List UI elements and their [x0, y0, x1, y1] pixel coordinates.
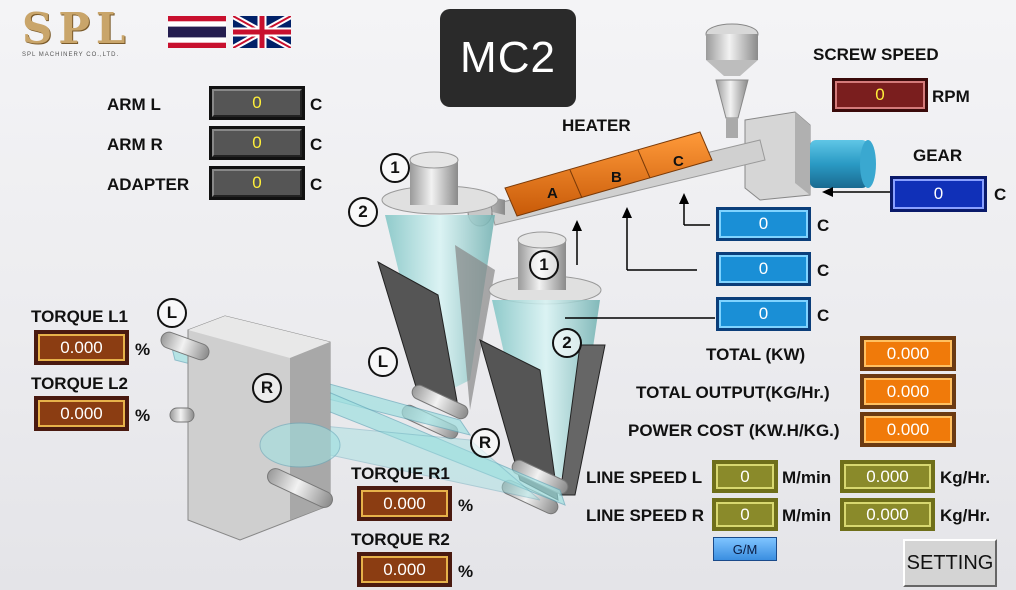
gear-label: GEAR	[913, 146, 963, 165]
marker-two-left: 2	[348, 197, 378, 227]
marker-r-winder: R	[252, 373, 282, 403]
line-speed-r-label: LINE SPEED R	[586, 506, 705, 525]
gm-button[interactable]: G/M	[713, 537, 777, 561]
line-rate-r-display: 0.000	[840, 498, 935, 531]
zone-temp-2-display: 0	[716, 252, 811, 286]
screw-speed-label: SCREW SPEED	[813, 45, 939, 64]
torque-l2-label: TORQUE L2	[31, 374, 128, 393]
arm-r-label: ARM R	[107, 135, 163, 154]
torque-l1-unit: %	[135, 340, 151, 359]
line-speed-r-display: 0	[712, 498, 778, 531]
marker-l-winder: L	[157, 298, 187, 328]
adapter-display: 0	[209, 166, 305, 200]
machine-title: MC2	[440, 9, 576, 107]
screw-speed-display: 0	[832, 78, 928, 112]
torque-l1-display: 0.000	[34, 330, 129, 365]
setting-button[interactable]: SETTING	[903, 539, 997, 587]
torque-r1-unit: %	[458, 496, 474, 515]
zone-temp-2-value: 0	[719, 255, 808, 283]
arm-l-label: ARM L	[107, 95, 161, 114]
line-speed-l-label: LINE SPEED L	[586, 468, 703, 487]
arm-r-unit: C	[310, 135, 323, 154]
marker-r-die: R	[470, 428, 500, 458]
arm-r-display: 0	[209, 126, 305, 160]
zone-temp-1-value: 0	[719, 210, 808, 238]
thailand-flag-icon[interactable]	[168, 16, 226, 48]
torque-r2-label: TORQUE R2	[351, 530, 450, 549]
adapter-label: ADAPTER	[107, 175, 190, 194]
arm-l-value: 0	[212, 89, 302, 117]
power-cost-label: POWER COST (KW.H/KG.)	[628, 421, 840, 440]
line-speed-r-value: 0	[716, 502, 774, 527]
total-output-display: 0.000	[860, 374, 956, 409]
arm-r-value: 0	[212, 129, 302, 157]
torque-r1-display: 0.000	[357, 486, 452, 521]
line-rate-r-value: 0.000	[844, 502, 931, 527]
torque-r1-label: TORQUE R1	[351, 464, 450, 483]
marker-two-right: 2	[552, 328, 582, 358]
total-kw-label: TOTAL (KW)	[706, 345, 806, 364]
heater-zone-b: B	[611, 169, 622, 186]
total-kw-display: 0.000	[860, 336, 956, 371]
total-output-value: 0.000	[864, 378, 952, 405]
adapter-unit: C	[310, 175, 323, 194]
line-rate-l-display: 0.000	[840, 460, 935, 493]
torque-l1-value: 0.000	[38, 334, 125, 361]
zone-temp-3-display: 0	[716, 297, 811, 331]
line-speed-l-display: 0	[712, 460, 778, 493]
torque-l1-label: TORQUE L1	[31, 307, 128, 326]
total-kw-value: 0.000	[864, 340, 952, 367]
torque-r2-value: 0.000	[361, 556, 448, 583]
total-output-label: TOTAL OUTPUT(KG/Hr.)	[636, 383, 830, 402]
brand-subtitle: SPL MACHINERY CO.,LTD.	[22, 52, 120, 58]
power-cost-display: 0.000	[860, 412, 956, 447]
line-speed-l-unit: M/min	[782, 468, 832, 487]
torque-r1-value: 0.000	[361, 490, 448, 517]
arm-l-unit: C	[310, 95, 323, 114]
line-rate-l-unit: Kg/Hr.	[940, 468, 991, 487]
brand-logo: SPL SPL MACHINERY CO.,LTD.	[22, 8, 154, 60]
marker-one-right: 1	[529, 250, 559, 280]
heater-zone-c: C	[673, 153, 684, 170]
zone-temp-1-unit: C	[817, 216, 830, 235]
arm-l-display: 0	[209, 86, 305, 120]
zone-temp-3-value: 0	[719, 300, 808, 328]
gear-display: 0	[890, 176, 987, 212]
adapter-value: 0	[212, 169, 302, 197]
zone-temp-3-unit: C	[817, 306, 830, 325]
torque-l2-unit: %	[135, 406, 151, 425]
torque-l2-display: 0.000	[34, 396, 129, 431]
heater-label: HEATER	[562, 116, 631, 135]
marker-one-left: 1	[380, 153, 410, 183]
screw-speed-unit: RPM	[932, 87, 970, 106]
power-cost-value: 0.000	[864, 416, 952, 443]
line-rate-r-unit: Kg/Hr.	[940, 506, 991, 525]
marker-l-die: L	[368, 347, 398, 377]
gear-unit: C	[994, 185, 1007, 204]
zone-temp-2-unit: C	[817, 261, 830, 280]
line-speed-r-unit: M/min	[782, 506, 832, 525]
line-speed-l-value: 0	[716, 464, 774, 489]
torque-r2-display: 0.000	[357, 552, 452, 587]
screw-speed-value: 0	[835, 81, 925, 109]
torque-r2-unit: %	[458, 562, 474, 581]
heater-zone-a: A	[547, 185, 558, 202]
line-rate-l-value: 0.000	[844, 464, 931, 489]
zone-temp-1-display: 0	[716, 207, 811, 241]
torque-l2-value: 0.000	[38, 400, 125, 427]
uk-flag-icon[interactable]	[231, 13, 293, 51]
brand-name: SPL	[22, 4, 132, 53]
gear-value: 0	[893, 179, 984, 209]
